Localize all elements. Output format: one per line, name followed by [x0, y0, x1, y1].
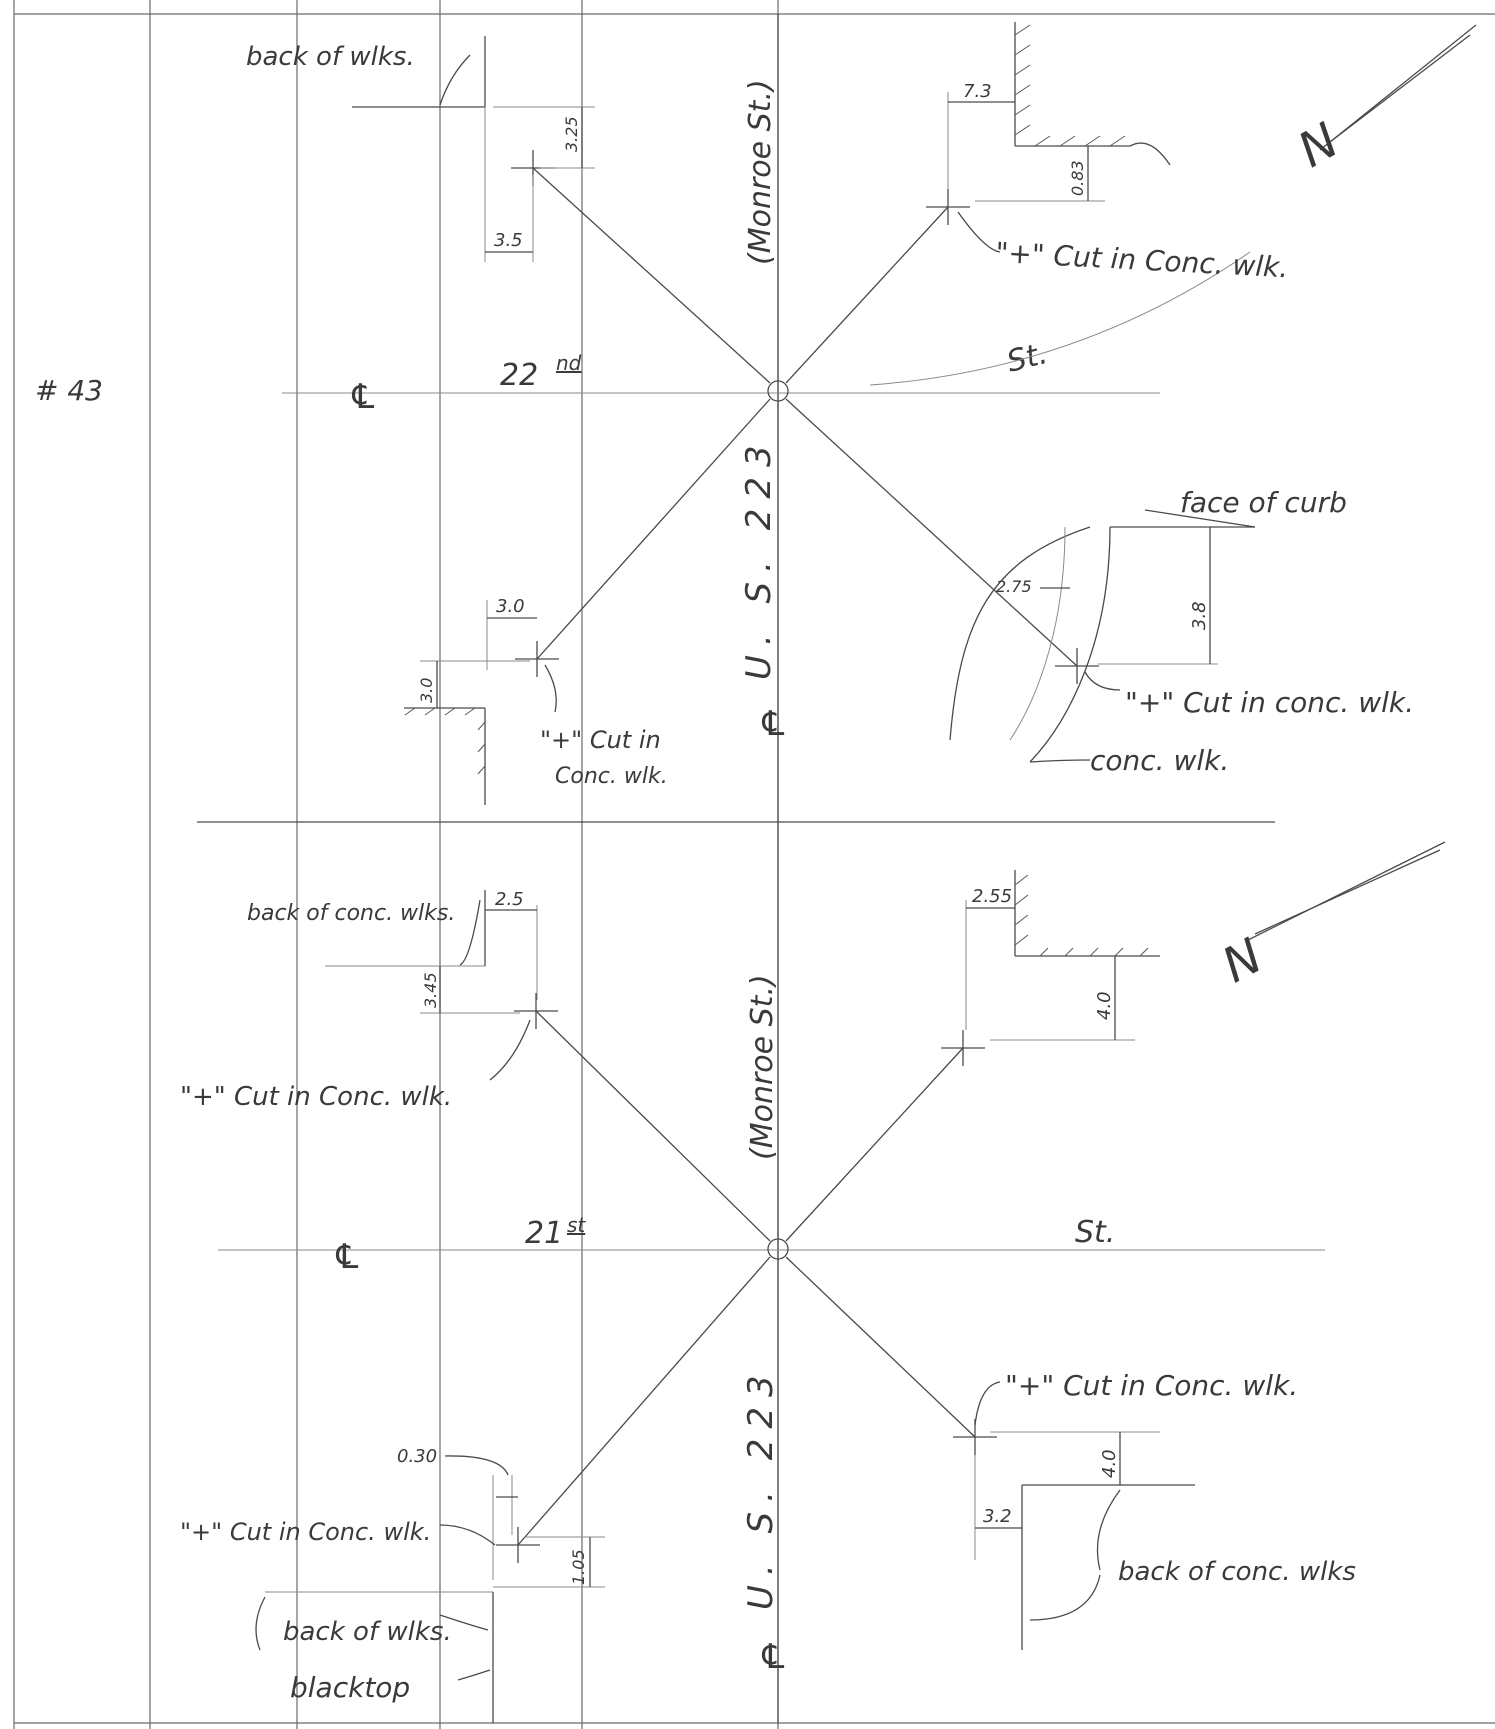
tie-line-se: [785, 398, 1078, 667]
bottom-ne-dim-horizontal: 2.55: [972, 886, 1012, 907]
sheet-marker: # 43: [35, 374, 103, 407]
top-nw-dim-horizontal: 3.5: [494, 230, 523, 251]
top-ne-label: "+" Cut in Conc. wlk.: [995, 236, 1289, 284]
ne-bottom-hatching: [1014, 874, 1149, 957]
bottom-nw-cut-label: "+" Cut in Conc. wlk.: [180, 1082, 452, 1112]
top-sw-label-line1: "+" Cut in: [540, 726, 661, 754]
top-intersection-circle: [767, 380, 789, 402]
top-cross-street-suffix: nd: [556, 351, 582, 375]
tie-line-sw: [517, 1256, 771, 1546]
top-main-street-upper: (Monroe St.): [743, 79, 778, 265]
bottom-centerline-symbol-left: ℄: [332, 1237, 362, 1277]
bottom-cross-street-label: St.: [1075, 1215, 1115, 1250]
ne-hatching: [1014, 24, 1126, 147]
top-centerline-symbol-bottom: ℄: [758, 704, 788, 744]
bottom-main-street-upper: (Monroe St.): [745, 974, 780, 1160]
tie-line-ne: [785, 206, 949, 384]
top-se-dim-diag: 2.75: [996, 577, 1032, 596]
top-sw-dim-vertical: 3.0: [417, 678, 436, 703]
bottom-sw-back-label: back of wlks.: [283, 1617, 452, 1647]
bottom-se-dim-vertical: 4.0: [1099, 1449, 1120, 1478]
top-sw-label-line2: Conc. wlk.: [555, 764, 668, 789]
top-ne-dim-horizontal: 7.3: [963, 81, 992, 102]
tie-line-ne: [785, 1047, 964, 1242]
top-intersection: ℄ 22 nd St. (Monroe St.) U. S. 223 ℄ N b…: [246, 14, 1477, 822]
top-se-dim-vertical: 3.8: [1189, 601, 1210, 630]
bottom-cross-street-suffix: st: [567, 1213, 586, 1237]
bottom-se-back-label: back of conc. wlks: [1118, 1557, 1356, 1587]
bottom-se-corner: "+" Cut in Conc. wlk. 4.0 3.2 back of co…: [953, 1369, 1356, 1650]
bottom-sw-dim-vertical: 1.05: [569, 1549, 588, 1585]
tie-line-sw: [536, 398, 771, 660]
bottom-nw-dim-vertical: 3.45: [421, 972, 440, 1008]
bottom-sw-dim-small: 0.30: [397, 1446, 437, 1467]
top-ne-dim-vertical: 0.83: [1068, 160, 1087, 196]
bottom-intersection: ℄ 21 st St. (Monroe St.) U. S. 223 ℄ N b…: [180, 822, 1446, 1723]
sw-hatching: [404, 707, 486, 775]
bottom-nw-label: back of conc. wlks.: [247, 901, 455, 926]
bottom-ne-corner: 2.55 4.0: [941, 870, 1160, 1066]
top-ne-corner: 7.3 0.83 "+" Cut in Conc. wlk.: [926, 22, 1289, 284]
top-sw-dim-horizontal: 3.0: [496, 596, 525, 617]
bottom-north-label: N: [1213, 928, 1271, 994]
bottom-intersection-circle: [767, 1238, 789, 1260]
bottom-ne-dim-vertical: 4.0: [1094, 991, 1115, 1020]
bottom-sw-cut-label: "+" Cut in Conc. wlk.: [180, 1518, 431, 1546]
top-se-walk-label: conc. wlk.: [1090, 744, 1229, 777]
tie-line-nw: [535, 1010, 771, 1242]
bottom-sw-corner: 0.30 "+" Cut in Conc. wlk. 1.05 back of …: [180, 1446, 605, 1723]
top-nw-corner: back of wlks. 3.25 3.5: [246, 36, 595, 262]
top-sw-corner: 3.0 3.0 "+" Cut in Conc. wlk.: [404, 596, 668, 805]
top-nw-label: back of wlks.: [246, 42, 415, 72]
bottom-se-cut-label: "+" Cut in Conc. wlk.: [1005, 1369, 1298, 1402]
top-se-curb-label: face of curb: [1180, 486, 1347, 519]
bottom-cross-street-number: 21: [525, 1216, 563, 1251]
top-centerline-symbol-left: ℄: [348, 377, 378, 417]
bottom-nw-dim-horizontal: 2.5: [495, 889, 524, 910]
tie-line-se: [785, 1256, 976, 1438]
top-cross-street-curve: [869, 251, 1251, 386]
top-north-arrow: N: [1289, 24, 1477, 179]
bottom-north-arrow: N: [1213, 841, 1446, 994]
bottom-centerline-symbol-bottom: ℄: [758, 1637, 788, 1677]
bottom-sw-blacktop-label: blacktop: [290, 1671, 410, 1704]
top-se-corner: face of curb 3.8 2.75 "+" Cut in conc. w…: [949, 486, 1414, 777]
bottom-se-dim-horizontal: 3.2: [983, 1506, 1012, 1527]
bottom-nw-corner: back of conc. wlks. 2.5 3.45 "+" Cut in …: [180, 889, 558, 1112]
top-se-cut-label: "+" Cut in conc. wlk.: [1125, 686, 1414, 719]
bottom-main-street-lower: U. S. 223: [741, 1365, 781, 1610]
top-nw-dim-vertical: 3.25: [562, 116, 581, 152]
top-main-street-lower: U. S. 223: [739, 435, 779, 680]
top-cross-street-number: 22: [500, 358, 538, 393]
tie-line-nw: [532, 167, 771, 384]
top-north-label: N: [1289, 112, 1348, 178]
